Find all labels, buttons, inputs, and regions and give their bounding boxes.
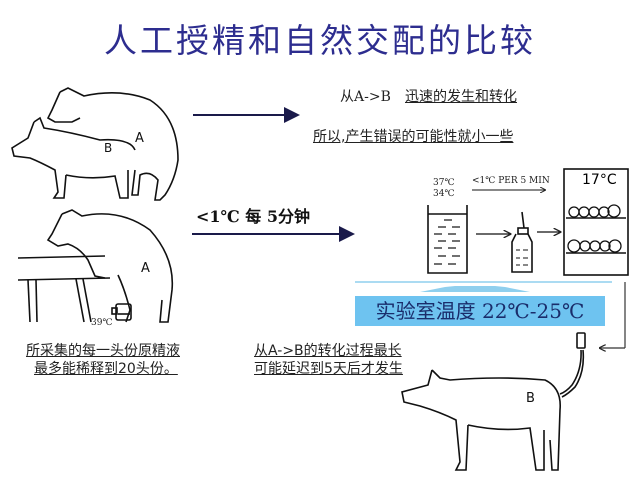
page-title: 人工授精和自然交配的比较 — [104, 21, 536, 60]
natural-line2: 所以,产生错误的可能性就小一些 — [313, 129, 514, 145]
sow-b-label-top: B — [104, 141, 112, 155]
process-diagram — [427, 168, 629, 276]
dilution-note-line2: 最多能稀释到20头份。 — [34, 361, 178, 377]
storage-temp-label: 17°C — [582, 172, 617, 188]
temp-high-label: 37℃ — [433, 178, 455, 188]
sow-b-illustration: B — [401, 332, 586, 471]
process-note-line2: 可能延迟到5天后才发生 — [254, 361, 403, 377]
temp-low-label: 34℃ — [433, 189, 455, 199]
lab-up-arrow — [420, 286, 530, 292]
insemination-connector — [600, 282, 626, 348]
natural-line1-suffix: 迅速的发生和转化 — [405, 89, 517, 105]
mating-pigs-illustration: A B — [11, 87, 179, 201]
process-note-line1: 从A->B的转化过程最长 — [254, 343, 402, 359]
semen-bottle-icon — [511, 211, 533, 273]
cooling-rate-label: <1℃ 每 5分钟 — [196, 207, 310, 226]
rate-en-label: <1℃ PER 5 MIN — [472, 176, 550, 186]
collection-boar-illustration: A — [17, 209, 174, 323]
lab-temperature-banner: 实验室温度 22℃-25℃ — [355, 296, 605, 326]
sow-b-label: B — [526, 391, 535, 406]
collection-cup-icon — [115, 303, 132, 321]
natural-line1-prefix: 从A->B — [340, 89, 391, 105]
collection-temp-label: 39℃ — [91, 318, 113, 328]
storage-cabinet-icon — [563, 168, 629, 276]
dilution-note-line1: 所采集的每一头份原精液 — [26, 343, 180, 359]
beaker-icon — [427, 205, 468, 274]
catheter-bottle-icon — [576, 332, 586, 349]
boar-a-label-bottom: A — [141, 261, 150, 276]
boar-a-label: A — [135, 131, 144, 146]
